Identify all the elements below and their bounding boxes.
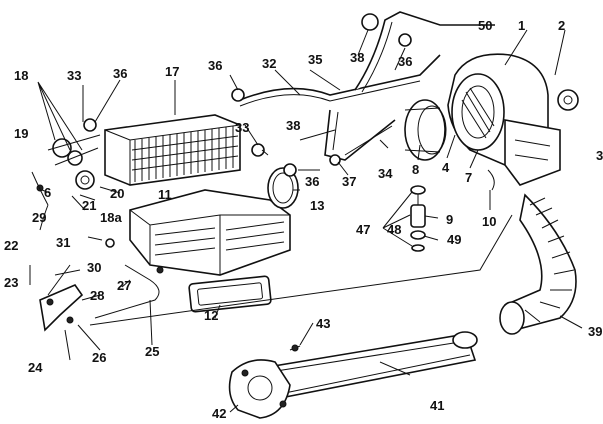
label-1: 1 bbox=[518, 18, 525, 33]
label-33b: 33 bbox=[235, 120, 249, 135]
label-31: 31 bbox=[56, 235, 70, 250]
label-22: 22 bbox=[4, 238, 18, 253]
label-39: 39 bbox=[588, 324, 602, 339]
label-11: 11 bbox=[158, 187, 172, 202]
label-4: 4 bbox=[442, 160, 450, 175]
label-24: 24 bbox=[28, 360, 43, 375]
label-26: 26 bbox=[92, 350, 106, 365]
label-9: 9 bbox=[446, 212, 453, 227]
blower-housing bbox=[447, 53, 579, 186]
ring-seal bbox=[267, 167, 299, 209]
part-labels: 1 2 3 4 6 7 8 9 10 11 12 13 17 18 18a 19… bbox=[4, 18, 603, 421]
label-25: 25 bbox=[145, 344, 159, 359]
label-42: 42 bbox=[212, 406, 226, 421]
label-47: 47 bbox=[356, 222, 370, 237]
label-17: 17 bbox=[165, 64, 179, 79]
label-6: 6 bbox=[44, 185, 51, 200]
gasket bbox=[188, 275, 272, 313]
label-33a: 33 bbox=[67, 68, 81, 83]
label-36d: 36 bbox=[305, 174, 319, 189]
label-27: 27 bbox=[117, 278, 131, 293]
hose-clamps bbox=[83, 13, 412, 177]
filter-ring bbox=[404, 99, 447, 161]
label-34: 34 bbox=[378, 166, 393, 181]
valve-stack bbox=[410, 185, 426, 252]
screws bbox=[87, 236, 301, 352]
label-36a: 36 bbox=[113, 66, 127, 81]
leader-lines bbox=[37, 24, 583, 413]
label-3: 3 bbox=[596, 148, 603, 163]
label-49: 49 bbox=[447, 232, 461, 247]
label-18a: 18a bbox=[100, 210, 122, 225]
air-box bbox=[129, 189, 291, 276]
duct bbox=[228, 331, 478, 419]
label-7: 7 bbox=[465, 170, 472, 185]
label-50: 50 bbox=[478, 18, 492, 33]
label-43: 43 bbox=[316, 316, 330, 331]
control-cables bbox=[89, 214, 513, 326]
label-21: 21 bbox=[82, 198, 96, 213]
label-32: 32 bbox=[262, 56, 276, 71]
label-12: 12 bbox=[204, 308, 218, 323]
label-30: 30 bbox=[87, 260, 101, 275]
label-18: 18 bbox=[14, 68, 28, 83]
label-2: 2 bbox=[558, 18, 565, 33]
pipes bbox=[239, 11, 495, 161]
label-41: 41 bbox=[430, 398, 444, 413]
label-19: 19 bbox=[14, 126, 28, 141]
control-lever bbox=[29, 264, 84, 332]
label-28: 28 bbox=[90, 288, 104, 303]
label-37: 37 bbox=[342, 174, 356, 189]
label-8: 8 bbox=[412, 162, 419, 177]
flexible-hose bbox=[499, 193, 577, 335]
label-23: 23 bbox=[4, 275, 18, 290]
label-36b: 36 bbox=[208, 58, 222, 73]
label-38a: 38 bbox=[350, 50, 364, 65]
label-36c: 36 bbox=[398, 54, 412, 69]
label-35: 35 bbox=[308, 52, 322, 67]
label-48: 48 bbox=[387, 222, 401, 237]
label-13: 13 bbox=[310, 198, 324, 213]
label-29: 29 bbox=[32, 210, 46, 225]
label-10: 10 bbox=[482, 214, 496, 229]
label-38b: 38 bbox=[286, 118, 300, 133]
heater-core bbox=[104, 114, 241, 186]
label-20: 20 bbox=[110, 186, 124, 201]
wire-10 bbox=[487, 169, 495, 191]
